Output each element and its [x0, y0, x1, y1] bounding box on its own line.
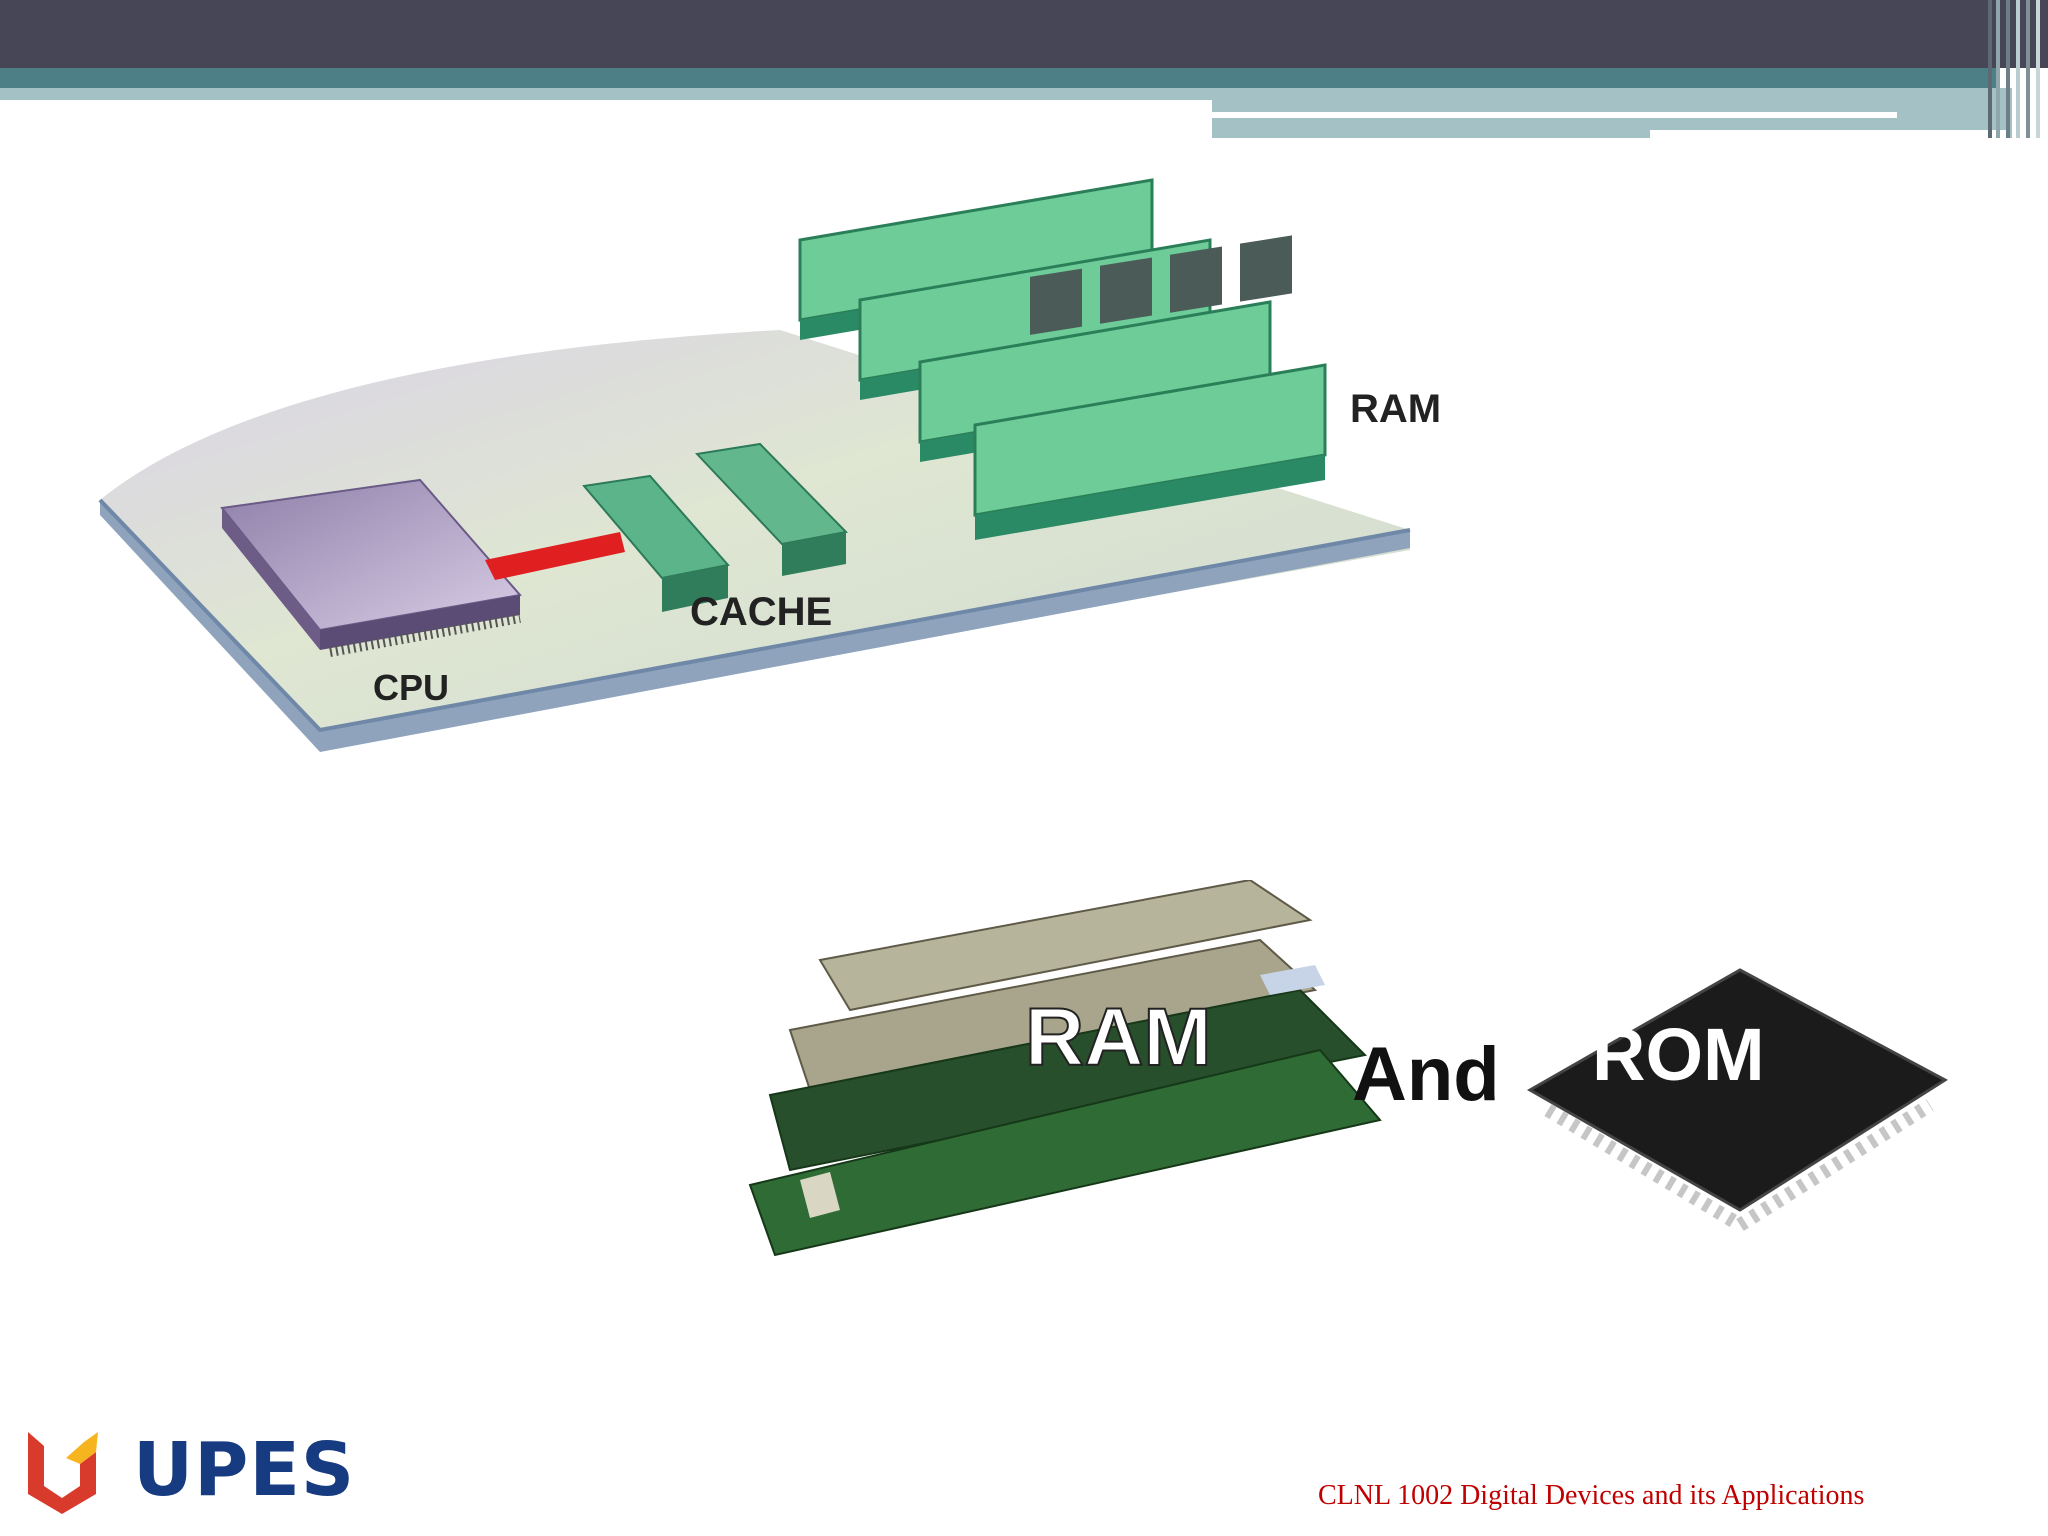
ram-modules — [798, 178, 1327, 540]
rom-chip — [1526, 968, 1948, 1232]
cache-label: CACHE — [690, 590, 832, 634]
header-stripe — [1996, 0, 2000, 138]
and-label: And — [1352, 1032, 1500, 1117]
upes-logo-mark — [28, 1432, 98, 1514]
header-stripe — [2026, 0, 2030, 138]
header-divider-line — [1212, 112, 1897, 118]
ram-and-rom-illustration: RAM And ROM — [748, 880, 1948, 1257]
header-divider-line — [1650, 130, 2010, 138]
ram-label: RAM — [1350, 387, 1441, 431]
header-stripe — [2016, 0, 2020, 138]
rom-label: ROM — [1592, 1013, 1765, 1096]
header-stripe — [2036, 0, 2040, 138]
cpu-chip — [220, 478, 522, 657]
header-stripe — [2006, 0, 2010, 138]
header-accent-bar — [0, 68, 2000, 88]
upes-logo-text: UPES — [133, 1427, 356, 1513]
header-light-bar — [0, 88, 1212, 100]
ram-sticks-photo — [748, 880, 1382, 1257]
cache-chip — [582, 442, 849, 612]
header-stripe — [1988, 0, 1992, 138]
memory-hierarchy-illustration: CPU CACHE RAM — [98, 178, 1441, 752]
cpu-cache-bus — [485, 532, 625, 580]
ram-label: RAM — [1025, 992, 1212, 1083]
header-bar — [0, 0, 2048, 68]
cpu-label: CPU — [373, 667, 449, 708]
course-footer: CLNL 1002 Digital Devices and its Applic… — [1318, 1480, 1865, 1511]
